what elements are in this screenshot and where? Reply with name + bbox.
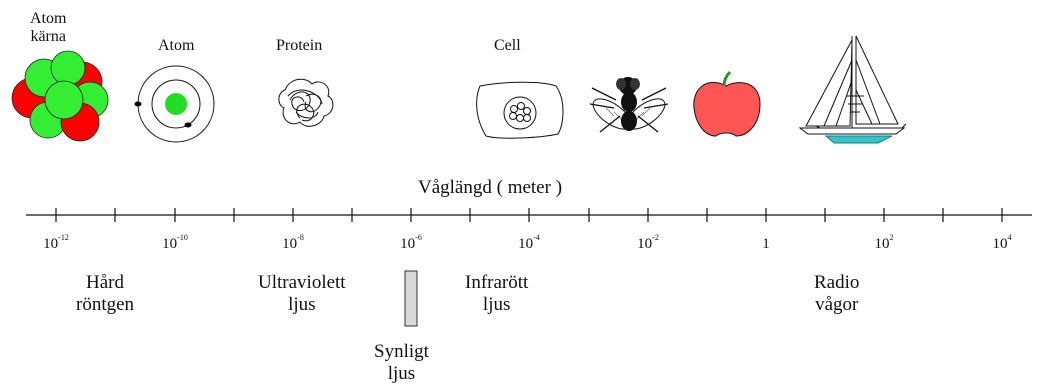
tick-label: 104 xyxy=(993,233,1012,253)
cell-icon xyxy=(477,82,563,138)
visible-light-bar xyxy=(405,271,417,326)
tick-label: 10-6 xyxy=(400,233,422,253)
protein-icon xyxy=(279,79,333,126)
band-label-xray: Hård röntgen xyxy=(76,272,134,316)
tick-label: 10-12 xyxy=(43,233,69,253)
tick-label: 10-2 xyxy=(637,233,659,253)
tick-label: 102 xyxy=(875,233,894,253)
sailboat-icon xyxy=(800,36,906,143)
tick-label: 10-8 xyxy=(282,233,304,253)
apple-icon xyxy=(694,72,760,136)
tick-label: 10-10 xyxy=(162,233,188,253)
fly-icon xyxy=(588,77,670,135)
tick-label: 1 xyxy=(762,233,770,253)
band-label-uv: Ultraviolett ljus xyxy=(258,272,346,316)
axis-title: Våglängd ( meter ) xyxy=(418,177,562,199)
atomic-nucleus-icon xyxy=(12,51,108,141)
atom-icon xyxy=(135,66,215,142)
band-label-ir: Infrarött ljus xyxy=(465,272,528,316)
tick-label: 10-4 xyxy=(518,233,540,253)
wavelength-axis xyxy=(26,208,1032,222)
band-label-visible: Synligt ljus xyxy=(374,341,429,385)
band-label-radio: Radio vågor xyxy=(814,272,859,316)
